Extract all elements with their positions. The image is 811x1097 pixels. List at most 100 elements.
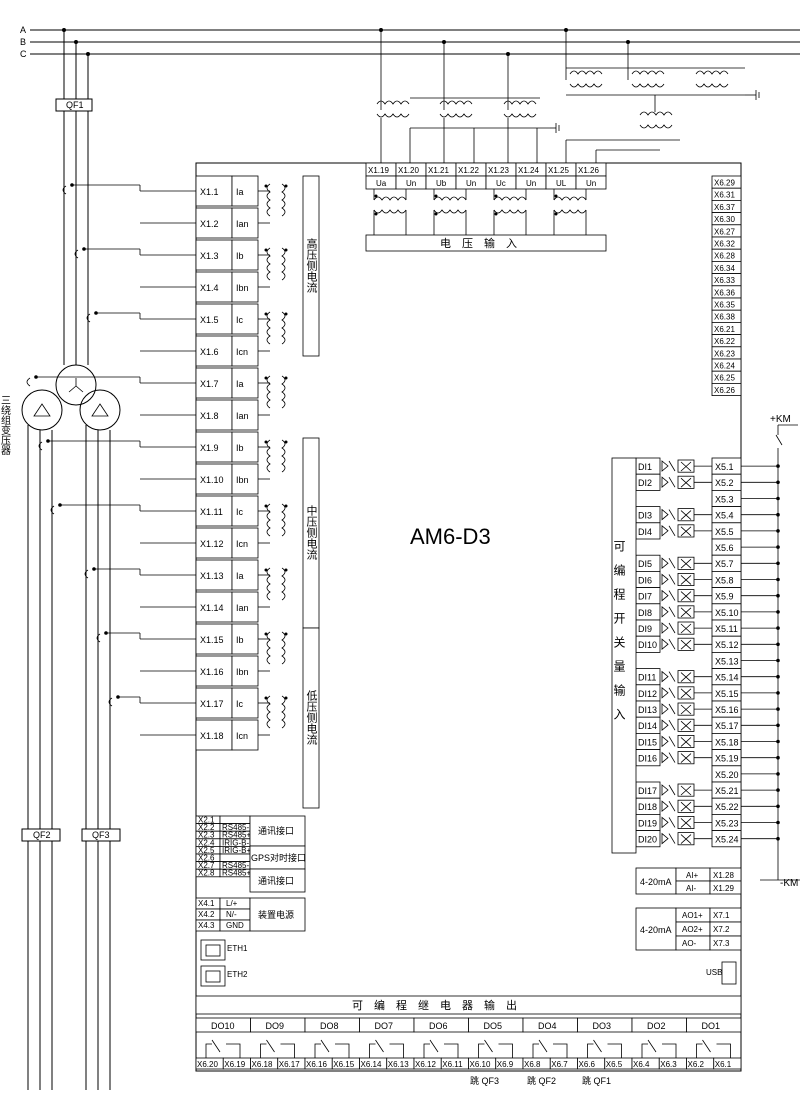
voltage-terminal-label: X1.19 xyxy=(368,166,389,175)
current-terminal-cell xyxy=(195,335,233,367)
comm-terminal-label: X2.5 xyxy=(198,846,215,855)
x5-terminal-label: X5.7 xyxy=(715,559,734,569)
transformer-symbol xyxy=(21,364,121,431)
current-terminal-label: X1.18 xyxy=(200,731,224,741)
comm-terminal-label: X2.3 xyxy=(198,831,215,840)
qf2-breaker xyxy=(21,828,61,842)
comm-signal-label: RS485+ xyxy=(222,869,251,878)
x5-terminal-label: X5.20 xyxy=(715,770,739,780)
do-terminal-label: X6.16 xyxy=(306,1060,327,1069)
current-signal-label: Ib xyxy=(236,635,244,645)
x5-terminal-label: X5.11 xyxy=(715,624,738,634)
di-label: DI17 xyxy=(638,786,657,796)
current-signal-label: Ibn xyxy=(236,667,249,677)
transformer-label: 三绕组变压器 xyxy=(0,395,11,456)
x6-terminal-label: X6.36 xyxy=(714,288,735,297)
current-terminal-cell xyxy=(195,655,233,687)
voltage-inputs: X1.19UaX1.20UnX1.21UbX1.22UnX1.23UcX1.24… xyxy=(365,162,607,252)
ao-signal-label: AO- xyxy=(682,939,697,948)
x6-terminal-label: X6.38 xyxy=(714,313,735,322)
current-terminal-cell xyxy=(195,495,233,527)
di-group-box xyxy=(611,457,637,854)
main-feeders xyxy=(63,30,89,365)
x6-terminal-column: X6.29X6.31X6.37X6.30X6.27X6.32X6.28X6.34… xyxy=(711,175,742,396)
current-group-label: 低压侧电流 xyxy=(305,690,318,745)
ao-terminal-label: X7.3 xyxy=(713,939,730,948)
comm-terminal-label: X2.4 xyxy=(198,838,215,847)
current-signal-label: Ib xyxy=(236,443,244,453)
current-terminal-label: X1.16 xyxy=(200,667,224,677)
do-label: DO8 xyxy=(320,1021,339,1031)
comm-signal-label: RS485- xyxy=(222,861,249,870)
x6-terminal-label: X6.33 xyxy=(714,276,735,285)
current-terminal-label: X1.13 xyxy=(200,571,224,581)
current-group-label: 高压侧电流 xyxy=(305,237,318,293)
di-label: DI6 xyxy=(638,575,652,585)
x6-terminal-label: X6.25 xyxy=(714,374,735,383)
current-terminal-label: X1.4 xyxy=(200,283,219,293)
do-label: DO7 xyxy=(375,1021,394,1031)
current-terminal-label: X1.11 xyxy=(200,507,223,517)
x6-terminal-label: X6.30 xyxy=(714,215,735,224)
di-label: DI15 xyxy=(638,737,657,747)
x6-terminal-label: X6.27 xyxy=(714,227,735,236)
voltage-label-box xyxy=(365,234,607,252)
current-signal-label: Ib xyxy=(236,251,244,261)
do-label: DO9 xyxy=(266,1021,285,1031)
power-signal-label: N/- xyxy=(226,910,237,919)
ai-signal-label: AI+ xyxy=(686,871,699,880)
current-signal-label: Ian xyxy=(236,603,249,613)
power-box xyxy=(249,897,306,932)
voltage-signal-cell xyxy=(575,175,607,190)
do-terminal-cell xyxy=(713,1057,742,1070)
current-signal-cell xyxy=(231,495,259,527)
power-signal-label: L/+ xyxy=(226,899,238,908)
current-terminal-cell xyxy=(195,175,233,207)
di-label: DI18 xyxy=(638,802,657,812)
current-terminal-label: X1.3 xyxy=(200,251,219,261)
x5-terminal-label: X5.24 xyxy=(715,835,739,845)
gps-label: GPS对时接口 xyxy=(251,852,306,863)
do-terminal-label: X6.1 xyxy=(715,1060,732,1069)
di-label: DI11 xyxy=(638,673,656,683)
trip-qf1-label: 跳 QF1 xyxy=(582,1075,611,1086)
bus-label-a: A xyxy=(20,25,26,35)
ao-terminal-cell xyxy=(709,935,742,951)
x5-terminal-label: X5.17 xyxy=(715,721,739,731)
current-terminal-cell xyxy=(195,527,233,559)
current-signal-cell xyxy=(231,207,259,239)
do-label: DO10 xyxy=(211,1021,235,1031)
di-label: DI20 xyxy=(638,835,657,845)
do-label-cell xyxy=(686,1017,742,1033)
power-terminal-label: X4.1 xyxy=(198,899,215,908)
x6-terminal-label: X6.37 xyxy=(714,203,735,212)
x5-terminal-label: X5.8 xyxy=(715,575,734,585)
di-group-label: 可编程开关量输入 xyxy=(612,540,626,732)
voltage-terminal-label: X1.22 xyxy=(458,166,479,175)
x5-terminal-label: X5.1 xyxy=(715,462,734,472)
do-label: DO1 xyxy=(702,1021,721,1031)
x5-terminal-label: X5.6 xyxy=(715,543,734,553)
x5-terminal-label: X5.9 xyxy=(715,592,734,602)
current-terminal-label: X1.15 xyxy=(200,635,224,645)
current-terminal-cell xyxy=(195,399,233,431)
comm-terminal-label: X2.7 xyxy=(198,861,215,870)
voltage-input-label: 电 压 输 入 xyxy=(440,236,517,250)
x6-terminal-label: X6.23 xyxy=(714,349,735,358)
voltage-signal-label: Ua xyxy=(376,179,387,188)
eth-port xyxy=(200,965,226,987)
relay-output-header xyxy=(195,995,742,1015)
di-label: DI19 xyxy=(638,818,657,828)
x5-terminal-label: X5.13 xyxy=(715,656,739,666)
current-signal-cell xyxy=(231,463,259,495)
current-terminal-label: X1.5 xyxy=(200,315,219,325)
x6-terminal-label: X6.24 xyxy=(714,362,735,371)
do-terminal-label: X6.15 xyxy=(333,1060,354,1069)
ao-signal-label: AO2+ xyxy=(682,925,703,934)
current-group-box xyxy=(302,627,320,809)
current-terminal-label: X1.7 xyxy=(200,379,219,389)
current-signal-cell xyxy=(231,335,259,367)
voltage-signal-label: Un xyxy=(406,179,416,188)
